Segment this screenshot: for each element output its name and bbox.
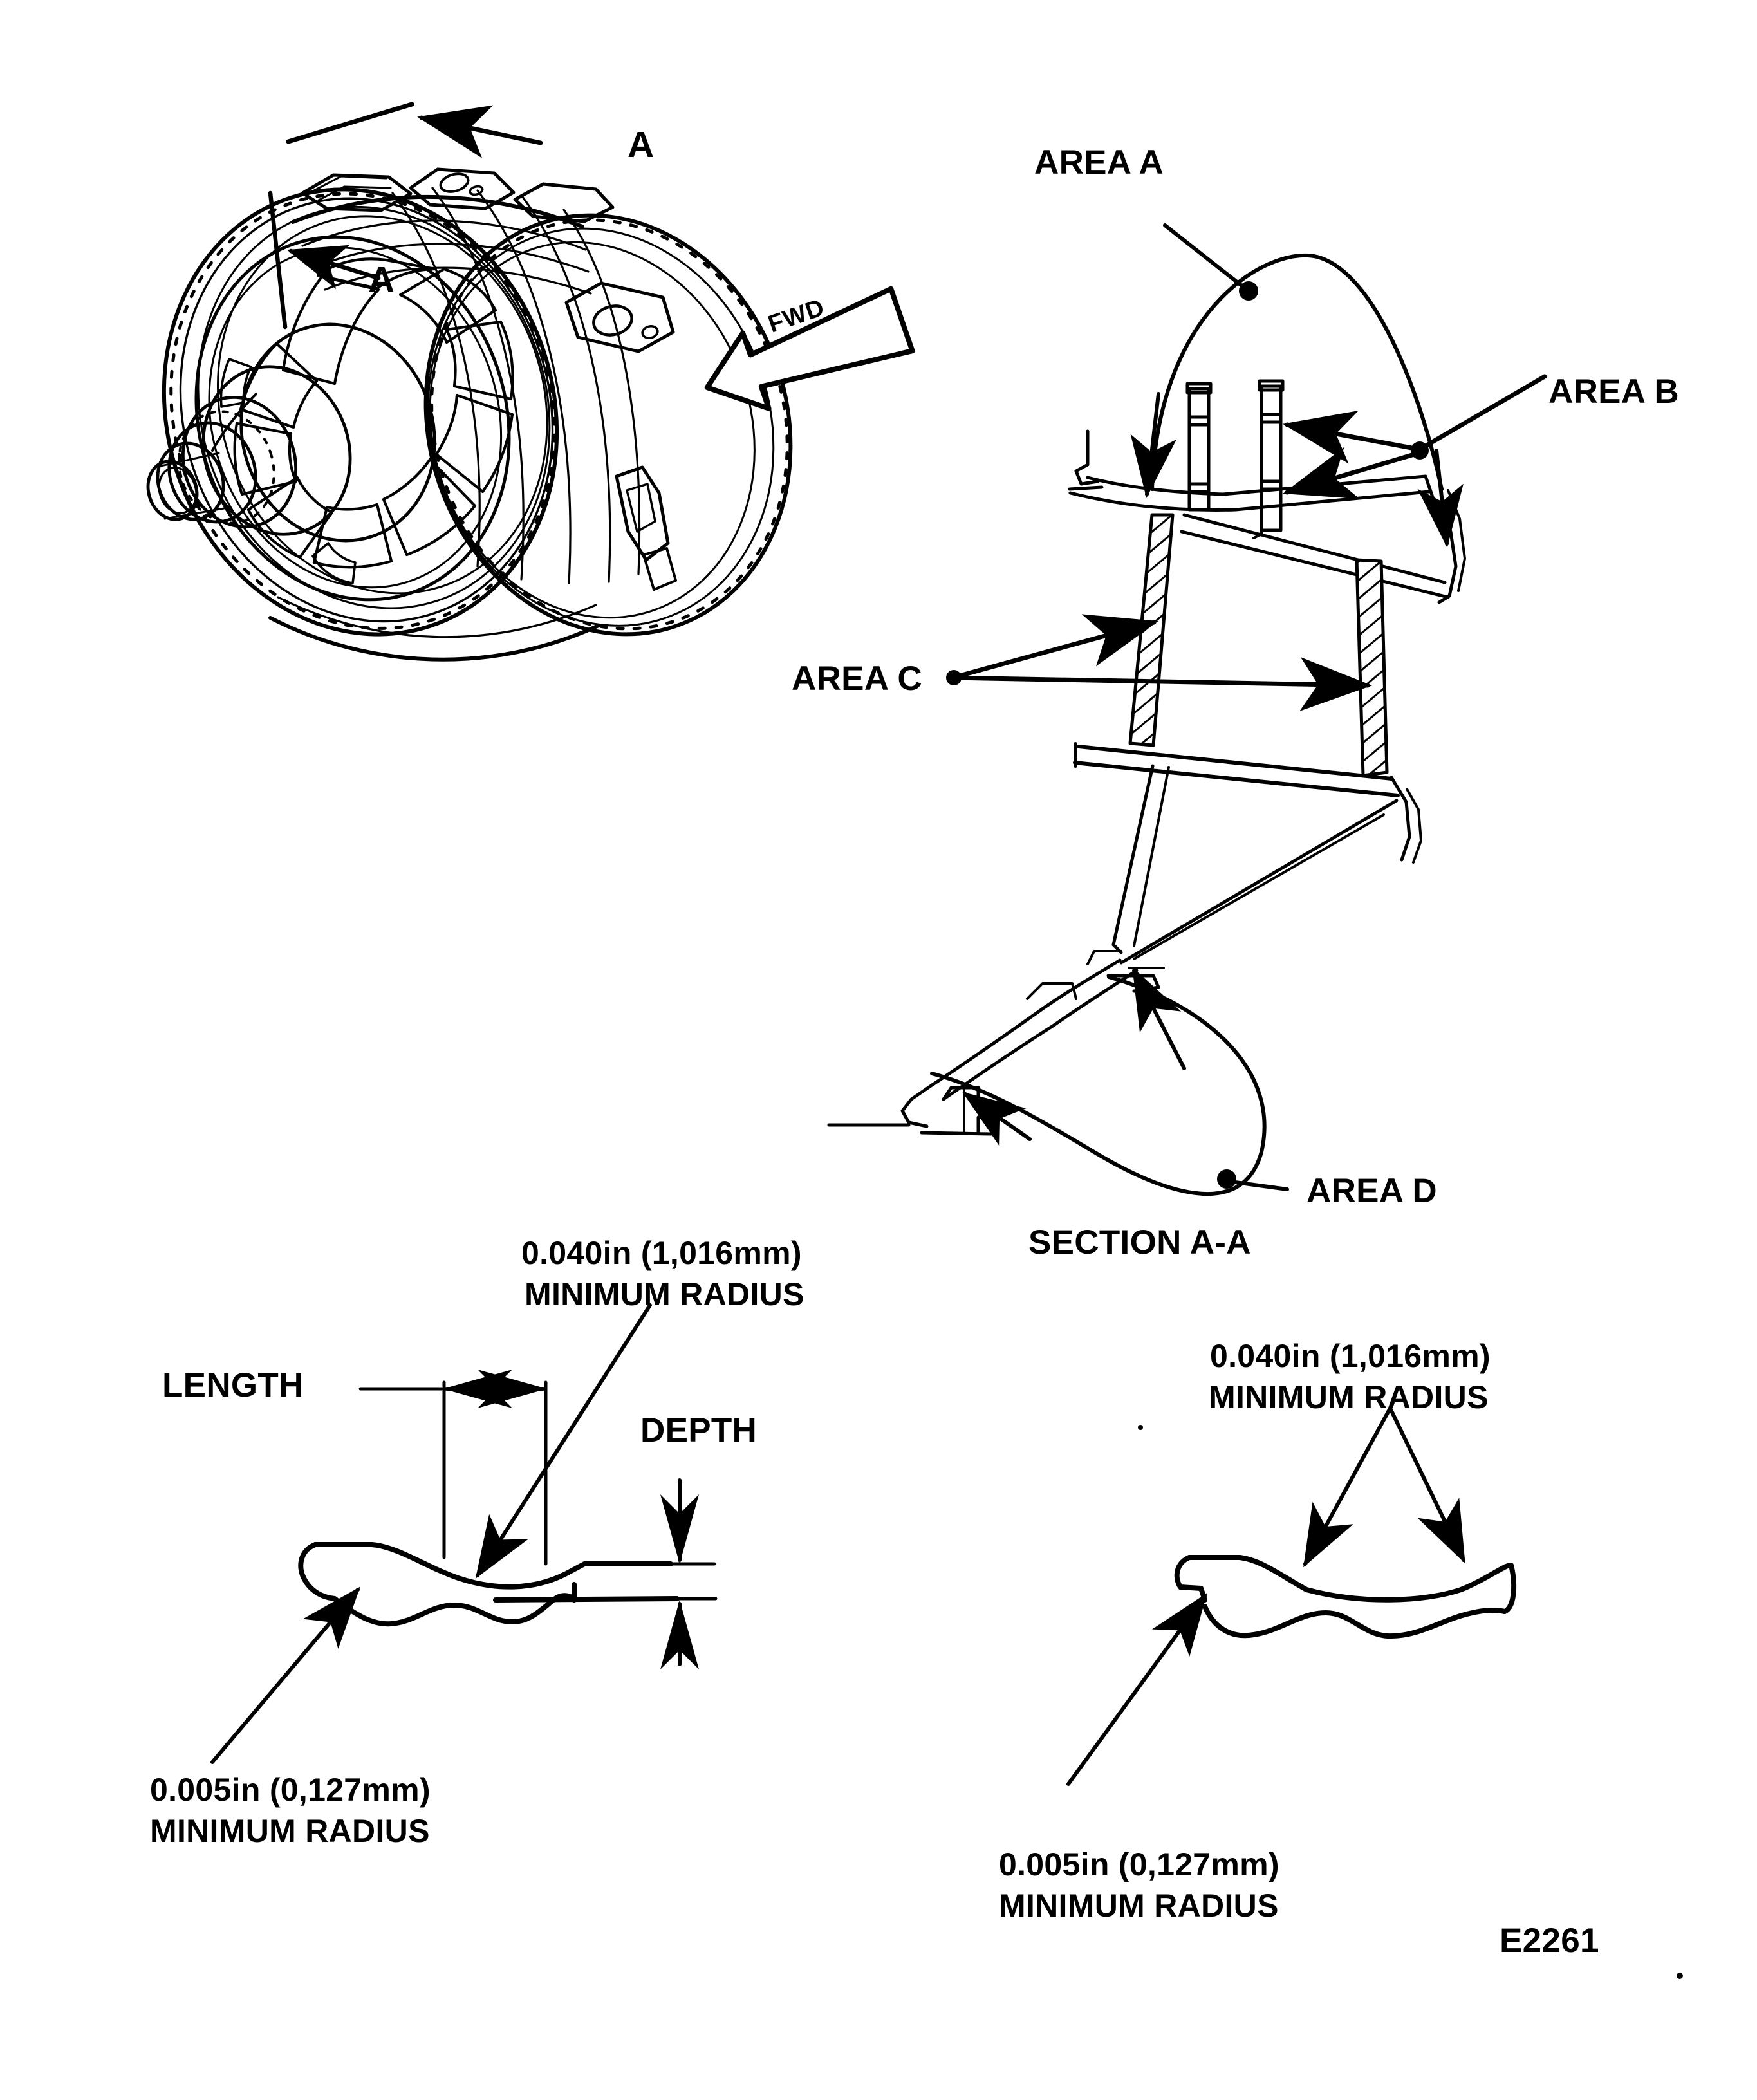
detail-nick-radii bbox=[1066, 1406, 1517, 1786]
area-a-label: AREA A bbox=[1034, 144, 1164, 181]
fwd-direction-arrow bbox=[704, 286, 915, 411]
fan-blades bbox=[233, 257, 514, 569]
section-letter-outer: A bbox=[628, 124, 655, 165]
figure-number: E2261 bbox=[1500, 1922, 1599, 1960]
section-arrow-a-outer bbox=[286, 102, 543, 158]
depth-label: DEPTH bbox=[640, 1411, 758, 1449]
right-detail-radius-bottom-line2: MINIMUM RADIUS bbox=[999, 1888, 1279, 1924]
area-d-callout-leader bbox=[930, 967, 1289, 1196]
area-d-label: AREA D bbox=[1306, 1172, 1438, 1210]
fan-assembly-isometric bbox=[146, 102, 793, 662]
left-detail-radius-top-line2: MINIMUM RADIUS bbox=[525, 1276, 804, 1312]
section-arrow-a-inner bbox=[268, 190, 381, 330]
length-label: LENGTH bbox=[162, 1366, 304, 1404]
area-c-callout-leader bbox=[946, 614, 1372, 712]
right-detail-radius-bottom-line1: 0.005in (0,127mm) bbox=[999, 1846, 1279, 1882]
scan-speck bbox=[1138, 1425, 1143, 1430]
area-b-label: AREA B bbox=[1548, 373, 1680, 411]
section-letter-inner: A bbox=[368, 259, 395, 301]
left-detail-radius-bottom-line2: MINIMUM RADIUS bbox=[150, 1813, 430, 1849]
right-detail-radius-top-line2: MINIMUM RADIUS bbox=[1209, 1379, 1489, 1415]
area-c-label: AREA C bbox=[792, 660, 923, 698]
detail-dent-length-depth bbox=[210, 1303, 718, 1764]
left-detail-radius-bottom-line1: 0.005in (0,127mm) bbox=[150, 1772, 431, 1808]
flange-stud-left bbox=[1185, 382, 1213, 512]
scan-speck bbox=[1677, 1973, 1683, 1979]
area-a-callout-leader bbox=[1130, 223, 1464, 548]
area-b-callout-leader bbox=[1283, 374, 1547, 499]
duct-wall-right bbox=[1355, 558, 1389, 777]
section-caption: SECTION A-A bbox=[1028, 1223, 1251, 1261]
nose-cone bbox=[146, 322, 436, 543]
flange-stud-right bbox=[1252, 379, 1285, 539]
right-detail-radius-top-line1: 0.040in (1,016mm) bbox=[1210, 1338, 1491, 1374]
duct-wall-left bbox=[1128, 513, 1175, 747]
left-detail-radius-top-line1: 0.040in (1,016mm) bbox=[521, 1235, 802, 1271]
